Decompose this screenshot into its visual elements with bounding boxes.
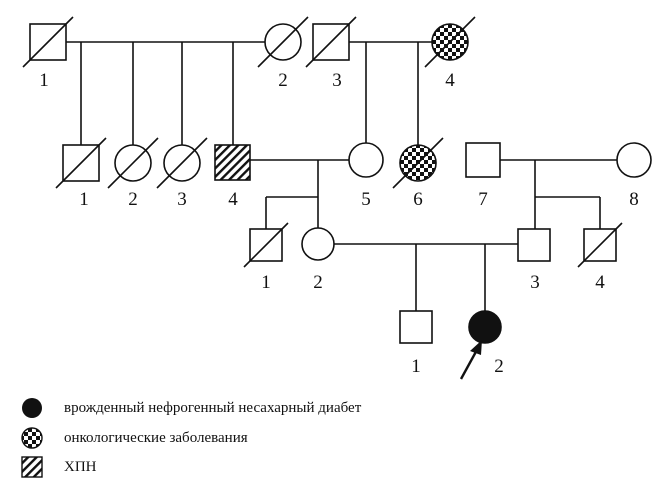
label-II-1: 1 bbox=[79, 189, 89, 210]
label-III-1: 1 bbox=[261, 272, 271, 293]
label-I-1: 1 bbox=[39, 70, 49, 91]
label-I-3: 3 bbox=[332, 70, 342, 91]
proband-arrow-head bbox=[470, 340, 482, 355]
label-IV-2: 2 bbox=[494, 356, 504, 377]
label-III-4: 4 bbox=[595, 272, 605, 293]
individual-III-2 bbox=[301, 227, 335, 261]
legend-item-dotted: онкологические заболевания bbox=[0, 427, 248, 449]
deceased-mark bbox=[257, 16, 309, 68]
deceased-mark bbox=[243, 222, 289, 268]
deceased-mark bbox=[577, 222, 623, 268]
label-II-8: 8 bbox=[629, 189, 639, 210]
label-I-2: 2 bbox=[278, 70, 288, 91]
generation-I bbox=[22, 16, 476, 68]
deceased-mark bbox=[305, 16, 357, 68]
label-III-2: 2 bbox=[313, 272, 323, 293]
label-II-4: 4 bbox=[228, 189, 238, 210]
generation-III bbox=[243, 222, 623, 268]
individual-IV-2 bbox=[468, 310, 502, 344]
individual-II-8 bbox=[616, 142, 652, 178]
proband-arrow bbox=[459, 347, 480, 380]
individual-II-4 bbox=[214, 144, 251, 181]
label-I-4: 4 bbox=[445, 70, 455, 91]
label-III-3: 3 bbox=[530, 272, 540, 293]
legend-text-dotted: онкологические заболевания bbox=[64, 429, 248, 446]
legend-hatched-square-icon bbox=[21, 456, 43, 478]
label-IV-1: 1 bbox=[411, 356, 421, 377]
label-II-7: 7 bbox=[478, 189, 488, 210]
legend-item-hatched: ХПН bbox=[0, 456, 97, 478]
deceased-mark bbox=[424, 16, 476, 68]
deceased-mark bbox=[156, 137, 208, 189]
legend-symbols bbox=[21, 398, 43, 478]
legend-item-solid: врожденный нефрогенный несахарный диабет bbox=[0, 397, 361, 419]
deceased-mark bbox=[22, 16, 74, 68]
individual-II-7 bbox=[465, 142, 501, 178]
individual-IV-1 bbox=[399, 310, 433, 344]
legend-solid-circle-icon bbox=[22, 398, 42, 418]
individual-II-5 bbox=[348, 142, 384, 178]
legend-dotted-circle-icon bbox=[21, 427, 43, 449]
label-II-2: 2 bbox=[128, 189, 138, 210]
deceased-mark bbox=[55, 137, 107, 189]
legend-text-hatched: ХПН bbox=[64, 458, 97, 475]
deceased-mark bbox=[392, 137, 444, 189]
legend-text-solid: врожденный нефрогенный несахарный диабет bbox=[64, 399, 362, 416]
label-II-5: 5 bbox=[361, 189, 371, 210]
deceased-mark bbox=[107, 137, 159, 189]
individual-III-3 bbox=[517, 228, 551, 262]
relationship-lines bbox=[66, 41, 617, 311]
generation-II bbox=[55, 137, 652, 189]
individual-labels: 1 2 3 4 1 2 3 4 5 6 7 8 1 2 3 4 1 2 bbox=[39, 70, 639, 377]
label-II-3: 3 bbox=[177, 189, 187, 210]
generation-IV bbox=[399, 310, 502, 380]
label-II-6: 6 bbox=[413, 189, 423, 210]
